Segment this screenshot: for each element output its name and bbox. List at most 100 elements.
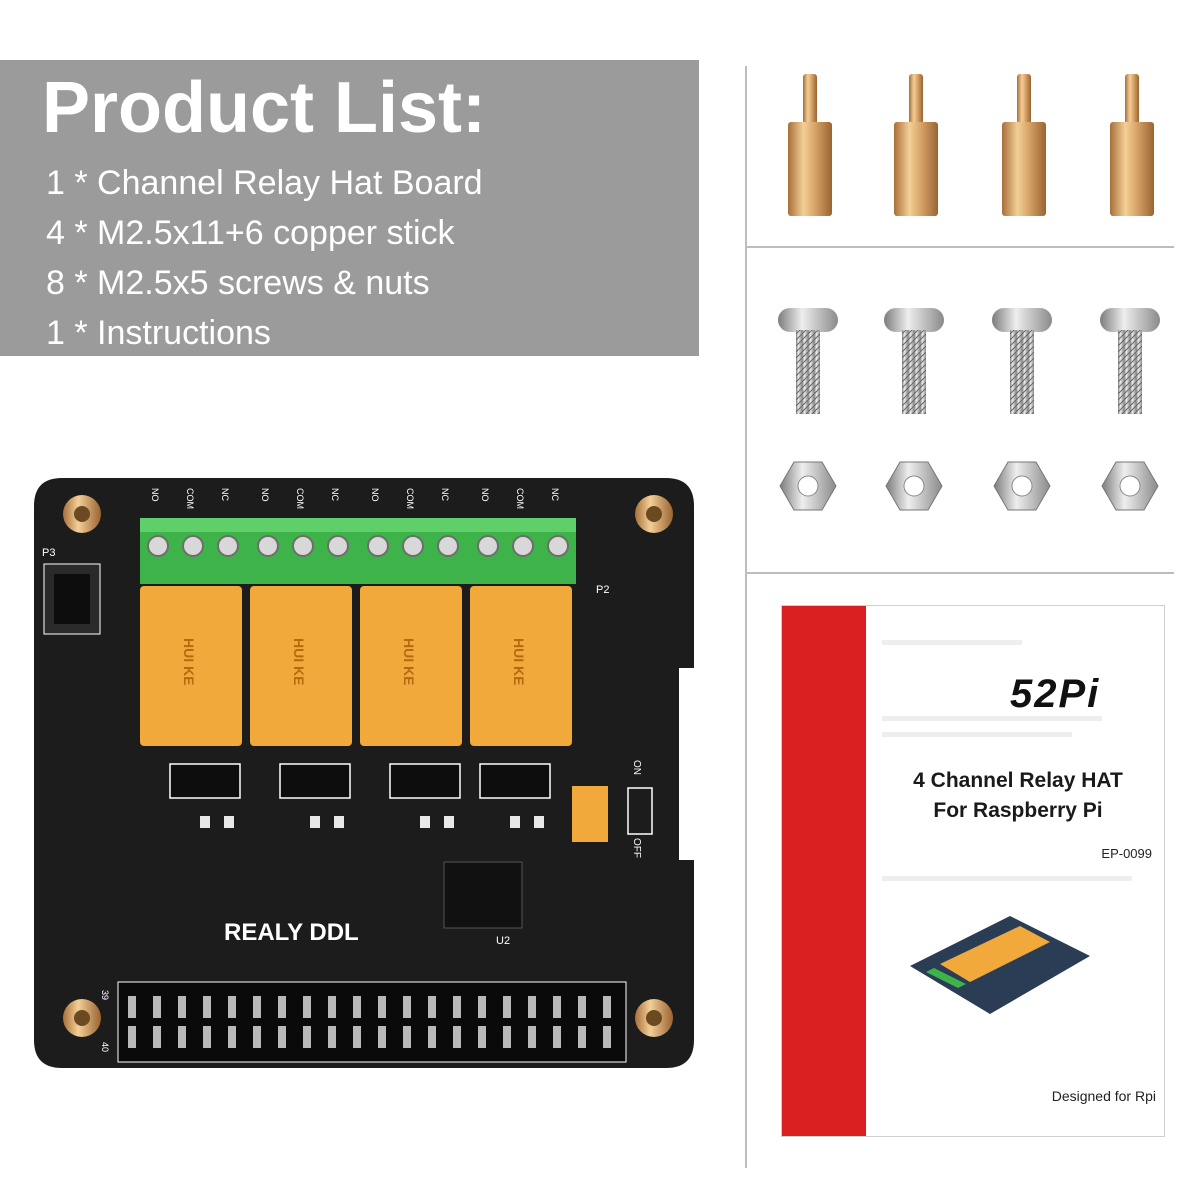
gpio-pin [278, 1026, 286, 1048]
gpio-pin [128, 1026, 136, 1048]
terminal-block [140, 518, 576, 584]
gpio-pin [303, 996, 311, 1018]
gpio-pin [303, 1026, 311, 1048]
dip-switch: ON OFF [572, 760, 653, 858]
relay: HUI KE [250, 586, 352, 746]
led-row [200, 816, 544, 828]
gpio-pin [153, 1026, 161, 1048]
mounting-hole-icon [635, 495, 673, 533]
terminal-labels: NO COM NC NO COM NC NO COM NC NO COM NC [150, 488, 560, 509]
list-item: 8 * M2.5x5 screws & nuts [46, 264, 430, 302]
gpio-pin [403, 996, 411, 1018]
gpio-pin [353, 996, 361, 1018]
gpio-pin [228, 996, 236, 1018]
standoff-icon [788, 74, 832, 216]
vertical-divider [745, 66, 747, 1168]
ic-chip: U2 [443, 861, 523, 947]
gpio-pin [178, 1026, 186, 1048]
gpio-pin [603, 1026, 611, 1048]
p2-label: P2 [596, 584, 609, 596]
board-silkscreen-name: REALY DDL [224, 919, 359, 946]
gpio-pin [553, 1026, 561, 1048]
terminal-label: COM [515, 488, 525, 509]
gpio-pin [478, 996, 486, 1018]
terminal-label: NO [370, 488, 380, 502]
booklet-product-code: EP-0099 [1101, 846, 1152, 861]
gpio-pin [153, 996, 161, 1018]
booklet-footer: Designed for Rpi [1051, 1088, 1156, 1104]
screw-icon [992, 308, 1052, 414]
nut-icon [993, 461, 1051, 511]
booklet-red-stripe [782, 606, 866, 1136]
gpio-pins [128, 996, 611, 1048]
product-list-panel: Product List: 1 * Channel Relay Hat Boar… [0, 60, 699, 356]
terminal-label: NO [260, 488, 270, 502]
gpio-pin [578, 996, 586, 1018]
gpio-pin [453, 996, 461, 1018]
gpio-pin [453, 1026, 461, 1048]
gpio-pin [428, 996, 436, 1018]
booklet-board-illustration [910, 916, 1090, 1014]
svg-text:HUI KE: HUI KE [401, 638, 417, 685]
relay-hat-board: NO COM NC NO COM NC NO COM NC NO COM NC … [34, 478, 694, 1068]
mounting-hole-icon [63, 495, 101, 533]
gpio-pin [528, 996, 536, 1018]
diode-row [169, 763, 551, 799]
mounting-hole-icon [635, 999, 673, 1037]
list-item: 1 * Channel Relay Hat Board [46, 164, 483, 202]
gpio-pin [603, 996, 611, 1018]
switch-off-label: OFF [631, 838, 642, 858]
pin-label: 40 [100, 1042, 110, 1052]
gpio-pin [128, 996, 136, 1018]
gpio-pin [503, 996, 511, 1018]
standoffs-image [788, 74, 1154, 216]
gpio-pin [228, 1026, 236, 1048]
gpio-pin [353, 1026, 361, 1048]
standoff-icon [894, 74, 938, 216]
switch-on-label: ON [631, 760, 642, 775]
terminal-label: NC [330, 488, 340, 501]
nut-icon [1101, 461, 1159, 511]
horizontal-divider [747, 246, 1174, 248]
svg-text:HUI KE: HUI KE [181, 638, 197, 685]
nut-icon [779, 461, 837, 511]
list-item: 4 * M2.5x11+6 copper stick [46, 214, 455, 252]
product-list: 1 * Channel Relay Hat Board 4 * M2.5x11+… [46, 158, 483, 358]
gpio-pin [578, 1026, 586, 1048]
pin-label: 39 [100, 990, 110, 1000]
screw-icon [1100, 308, 1160, 414]
gpio-pin [178, 996, 186, 1018]
relay: HUI KE [140, 586, 242, 746]
screw-icon [884, 308, 944, 414]
gpio-pin [528, 1026, 536, 1048]
gpio-header: 39 40 [100, 981, 627, 1063]
faded-text-line [882, 640, 1022, 645]
standoff-icon [1110, 74, 1154, 216]
gpio-pin [378, 1026, 386, 1048]
gpio-pin [403, 1026, 411, 1048]
list-item: 1 * Instructions [46, 314, 271, 352]
svg-text:HUI KE: HUI KE [511, 638, 527, 685]
product-list-title: Product List: [42, 68, 486, 148]
ic-label: U2 [496, 935, 510, 947]
booklet-brand-logo: 52Pi [1010, 672, 1101, 716]
svg-text:HUI KE: HUI KE [291, 638, 307, 685]
nut-icon [885, 461, 943, 511]
booklet-title-line2: For Raspberry Pi [933, 799, 1103, 822]
booklet-title-line1: 4 Channel Relay HAT [913, 769, 1123, 792]
terminal-label: COM [185, 488, 195, 509]
booklet-title: 4 Channel Relay HAT For Raspberry Pi [878, 766, 1158, 826]
terminal-label: COM [405, 488, 415, 509]
gpio-pin [553, 996, 561, 1018]
instructions-booklet: 52Pi 4 Channel Relay HAT For Raspberry P… [782, 606, 1164, 1136]
gpio-pin [478, 1026, 486, 1048]
gpio-pin [328, 996, 336, 1018]
gpio-pin [203, 996, 211, 1018]
p3-connector [43, 563, 101, 635]
horizontal-divider [747, 572, 1174, 574]
p3-label: P3 [42, 547, 55, 559]
terminal-label: NC [220, 488, 230, 501]
faded-text-line [882, 732, 1072, 737]
gpio-pin [253, 996, 261, 1018]
gpio-pin [278, 996, 286, 1018]
